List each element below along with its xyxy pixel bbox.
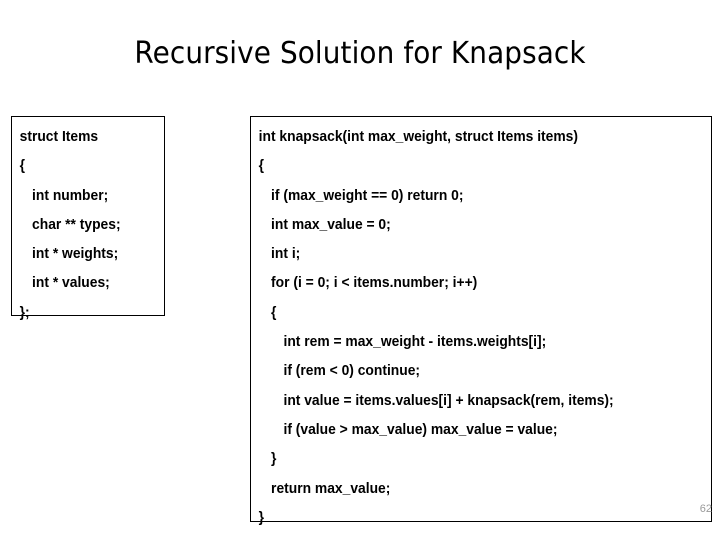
- code-line: if (value > max_value) max_value = value…: [283, 421, 558, 438]
- page-number: 62: [699, 503, 712, 515]
- code-line: int knapsack(int max_weight, struct Item…: [258, 129, 578, 145]
- code-line: }: [271, 451, 277, 468]
- code-line: int * values;: [32, 275, 110, 292]
- code-line: }: [258, 509, 265, 526]
- struct-items-code-box: struct Items { int number; char ** types; in…: [11, 116, 165, 321]
- code-line: int number;: [32, 187, 109, 204]
- code-line: {: [258, 158, 265, 175]
- code-line: if (max_weight == 0) return 0;: [271, 187, 464, 204]
- code-line: int value = items.values[i] + knapsack(r…: [283, 392, 614, 409]
- code-line: int rem = max_weight - items.weights[i];: [283, 334, 547, 351]
- code-line: int max_value = 0;: [271, 216, 391, 233]
- page-title: Recursive Solution for Knapsack: [134, 36, 586, 71]
- code-line: if (rem < 0) continue;: [283, 363, 421, 380]
- code-line: int i;: [271, 246, 301, 263]
- code-line: {: [271, 304, 277, 321]
- code-line: };: [19, 304, 30, 321]
- code-line: return max_value;: [271, 480, 391, 497]
- code-line: {: [19, 158, 26, 175]
- code-line: struct Items: [19, 129, 99, 145]
- code-line: for (i = 0; i < items.number; i++): [271, 275, 478, 292]
- code-line: int * weights;: [32, 246, 119, 263]
- knapsack-function-code-box: int knapsack(int max_weight, struct Item…: [250, 116, 712, 526]
- code-line: char ** types;: [32, 216, 121, 233]
